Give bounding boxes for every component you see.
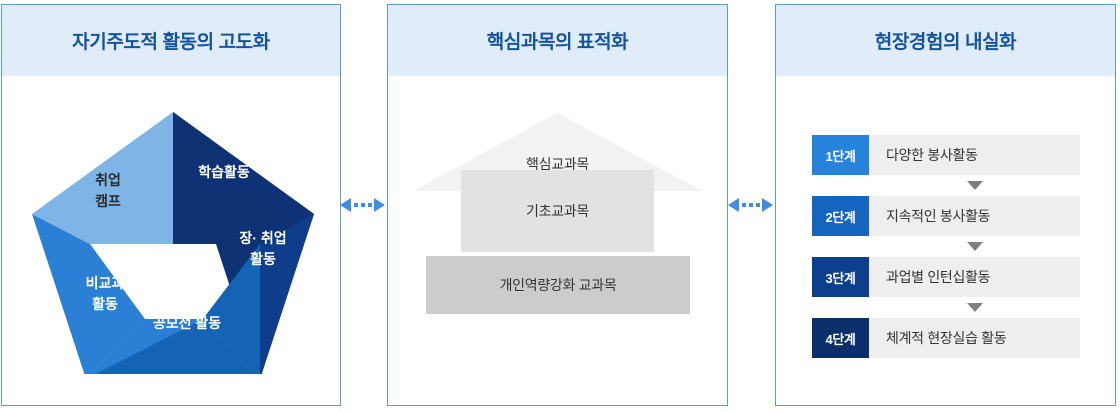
pentagon-segment-label-1a: 장· 취업 [239,230,286,246]
pentagon-segment-3[interactable] [32,214,145,374]
house-stack-diagram: 핵심교과목 기초교과목 개인역량강화 교과목 [388,76,729,405]
step-row[interactable]: 1단계 다양한 봉사활동 [812,135,1080,175]
panel-title-field-experience: 현장경험의 내실화 [874,32,1017,53]
pentagon-segment-label-0: 학습활동 [198,164,250,180]
panel-header-field-experience: 현장경험의 내실화 [776,5,1115,76]
step-row[interactable]: 2단계 지속적인 봉사활동 [812,196,1080,236]
pentagon-segment-label-2: 공모전 활동 [153,315,221,331]
step-label-1: 다양한 봉사활동 [869,135,1080,175]
step-row[interactable]: 4단계 체계적 현장실습 활동 [812,318,1080,358]
step-arrow-down-icon-1 [812,175,1080,196]
panel-self-directed: 자기주도적 활동의 고도화 학습활동 장· 취업 활동 공모전 활동 [1,4,341,406]
step-badge-2: 2단계 [812,196,869,236]
pentagon-segment-3b [90,319,203,374]
pentagon-segment-0b [173,112,314,244]
panel-field-experience: 현장경험의 내실화 1단계 다양한 봉사활동 2단계 지속적인 봉사활동 3단계… [775,4,1116,406]
step-label-2: 지속적인 봉사활동 [869,196,1080,236]
step-badge-3: 3단계 [812,257,869,297]
pentagon-segment-2b [203,244,260,374]
house-level-basic[interactable]: 기초교과목 [461,170,654,252]
step-label-3: 과업별 인턴십활동 [869,257,1080,297]
pentagon-segment-label-3b: 활동 [92,296,118,312]
pentagon-segment-label-4b: 캠프 [95,193,121,209]
connector-arrow-right [728,196,773,214]
house-roof-label: 핵심교과목 [526,156,589,172]
pentagon-segment-label-3a: 비교과 [86,275,125,291]
panel-body-self-directed: 학습활동 장· 취업 활동 공모전 활동 비교과 활동 취업 캠프 [2,76,340,405]
panel-header-self-directed: 자기주도적 활동의 고도화 [2,5,340,76]
step-badge-4: 4단계 [812,318,869,358]
house-level-base[interactable]: 개인역량강화 교과목 [426,256,690,314]
step-label-4: 체계적 현장실습 활동 [869,318,1080,358]
panel-core-subjects: 핵심과목의 표적화 핵심교과목 기초교과목 개인역량강화 교과목 [387,4,728,406]
pentagon-segment-label-4a: 취업 [95,172,121,188]
panel-header-core-subjects: 핵심과목의 표적화 [388,5,727,76]
step-arrow-down-icon-2 [812,236,1080,257]
step-flow-list: 1단계 다양한 봉사활동 2단계 지속적인 봉사활동 3단계 과업별 인턴십활동… [812,135,1080,358]
panel-title-self-directed: 자기주도적 활동의 고도화 [72,32,270,53]
pentagon-segment-4[interactable] [32,112,173,244]
pentagon-pinwheel-diagram: 학습활동 장· 취업 활동 공모전 활동 비교과 활동 취업 캠프 [28,104,318,374]
step-badge-1: 1단계 [812,135,869,175]
panel-body-core-subjects: 핵심교과목 기초교과목 개인역량강화 교과목 [388,76,727,405]
panel-body-field-experience: 1단계 다양한 봉사활동 2단계 지속적인 봉사활동 3단계 과업별 인턴십활동… [776,76,1115,405]
step-arrow-down-icon-3 [812,297,1080,318]
step-row[interactable]: 3단계 과업별 인턴십활동 [812,257,1080,297]
panel-title-core-subjects: 핵심과목의 표적화 [486,32,629,53]
connector-arrow-left [340,196,385,214]
pentagon-segment-label-1b: 활동 [250,251,276,267]
